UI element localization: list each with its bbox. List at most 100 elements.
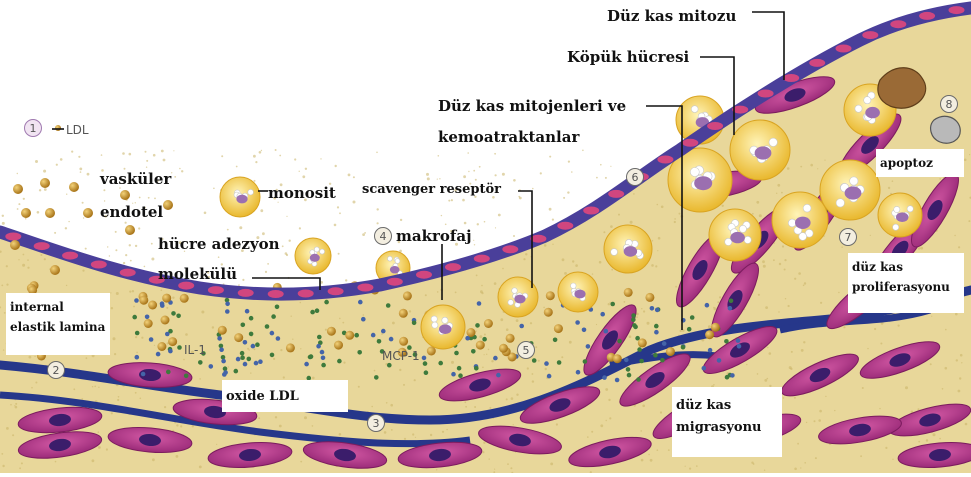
tissue-speckle	[640, 430, 642, 432]
endothelial-nucleus	[5, 233, 21, 241]
tissue-speckle	[942, 388, 944, 390]
tissue-speckle	[391, 429, 393, 431]
chemokine-dot	[251, 344, 256, 349]
tissue-speckle	[439, 178, 440, 179]
chemokine-dot	[217, 336, 222, 341]
mitojen-label-line1: Düz kas mitojenleri ve	[438, 99, 626, 114]
tissue-speckle	[550, 463, 553, 466]
tissue-speckle	[500, 318, 503, 321]
tissue-speckle	[199, 466, 202, 469]
chemokine-dot	[337, 359, 342, 364]
endothelial-nucleus	[268, 290, 284, 298]
endothelial-nucleus	[328, 287, 344, 295]
tissue-speckle	[111, 307, 113, 309]
chemokine-dot	[424, 370, 429, 375]
tissue-speckle	[582, 150, 584, 152]
tissue-speckle	[213, 188, 215, 190]
tissue-speckle	[587, 436, 589, 438]
tissue-speckle	[154, 198, 156, 200]
tissue-speckle	[605, 177, 607, 179]
chemokine-dot	[134, 298, 139, 303]
chemokine-dot	[184, 374, 189, 379]
chemokine-dot	[321, 356, 326, 361]
tissue-speckle	[804, 462, 806, 464]
ldl-label: LDL	[66, 123, 89, 137]
tissue-speckle	[756, 201, 759, 204]
tissue-speckle	[17, 173, 18, 174]
endothelial-nucleus	[474, 255, 490, 263]
tissue-speckle	[674, 221, 676, 223]
oxidised-ldl-particle	[148, 301, 157, 310]
chemokine-dot	[632, 323, 637, 328]
tissue-speckle	[107, 246, 108, 247]
chemokine-dot	[247, 357, 252, 362]
tissue-speckle	[192, 425, 194, 427]
chemokine-dot	[690, 315, 695, 320]
tissue-speckle	[767, 347, 768, 348]
tissue-speckle	[279, 155, 281, 157]
tissue-speckle	[815, 457, 817, 459]
macrophage	[558, 272, 598, 312]
tissue-speckle	[399, 369, 401, 371]
tissue-speckle	[353, 176, 355, 178]
chemokine-dot	[234, 369, 239, 374]
ldl-particle	[83, 208, 93, 218]
chemokine-dot	[617, 339, 622, 344]
tissue-speckle	[73, 388, 75, 390]
tissue-speckle	[495, 174, 497, 176]
chemokine-dot	[615, 378, 620, 383]
oxidised-ldl-particle	[638, 338, 647, 347]
tissue-speckle	[145, 151, 147, 153]
tissue-speckle	[600, 164, 602, 166]
tissue-speckle	[31, 387, 33, 389]
chemokine-dot	[316, 344, 321, 349]
chemokine-dot	[724, 339, 729, 344]
tissue-speckle	[552, 219, 554, 221]
chemokine-dot	[304, 362, 309, 367]
tissue-speckle	[312, 377, 315, 380]
chemokine-dot	[308, 355, 313, 360]
tissue-speckle	[87, 173, 90, 176]
tissue-speckle	[513, 179, 516, 182]
tissue-speckle	[151, 243, 153, 245]
chemokine-dot	[705, 303, 710, 308]
tissue-speckle	[507, 463, 509, 465]
chemokine-dot	[412, 321, 417, 326]
tissue-speckle	[54, 232, 56, 234]
chemokine-dot	[575, 320, 580, 325]
tissue-speckle	[862, 387, 864, 389]
chemokine-dot	[654, 330, 659, 335]
chemokine-dot	[557, 360, 562, 365]
tissue-speckle	[502, 268, 504, 270]
oxidised-ldl-particle	[705, 330, 714, 339]
tissue-speckle	[115, 249, 117, 251]
lipid-droplet	[803, 204, 811, 212]
chemokine-dot	[156, 352, 161, 357]
step-3-badge: 3	[367, 414, 385, 432]
tissue-speckle	[312, 425, 314, 427]
migrasyon-label: düz kas migrasyonu	[672, 387, 782, 457]
tissue-speckle	[115, 231, 117, 233]
tissue-speckle	[249, 349, 250, 350]
chemokine-dot	[576, 370, 581, 375]
tissue-speckle	[18, 203, 20, 205]
tissue-speckle	[834, 410, 835, 411]
ldl-particle	[13, 184, 23, 194]
tissue-speckle	[513, 235, 515, 237]
tissue-speckle	[784, 259, 786, 261]
tissue-speckle	[27, 267, 29, 269]
chemokine-dot	[610, 302, 615, 307]
tissue-speckle	[448, 200, 450, 202]
tissue-speckle	[892, 180, 894, 182]
tissue-speckle	[552, 244, 553, 245]
tissue-speckle	[489, 458, 490, 459]
chemokine-dot	[474, 366, 479, 371]
tissue-speckle	[641, 308, 642, 309]
tissue-speckle	[441, 215, 442, 216]
tissue-speckle	[675, 286, 677, 288]
tissue-speckle	[261, 150, 262, 151]
tissue-speckle	[860, 455, 862, 457]
step-4-badge: 4	[374, 227, 392, 245]
chemokine-dot	[477, 301, 482, 306]
